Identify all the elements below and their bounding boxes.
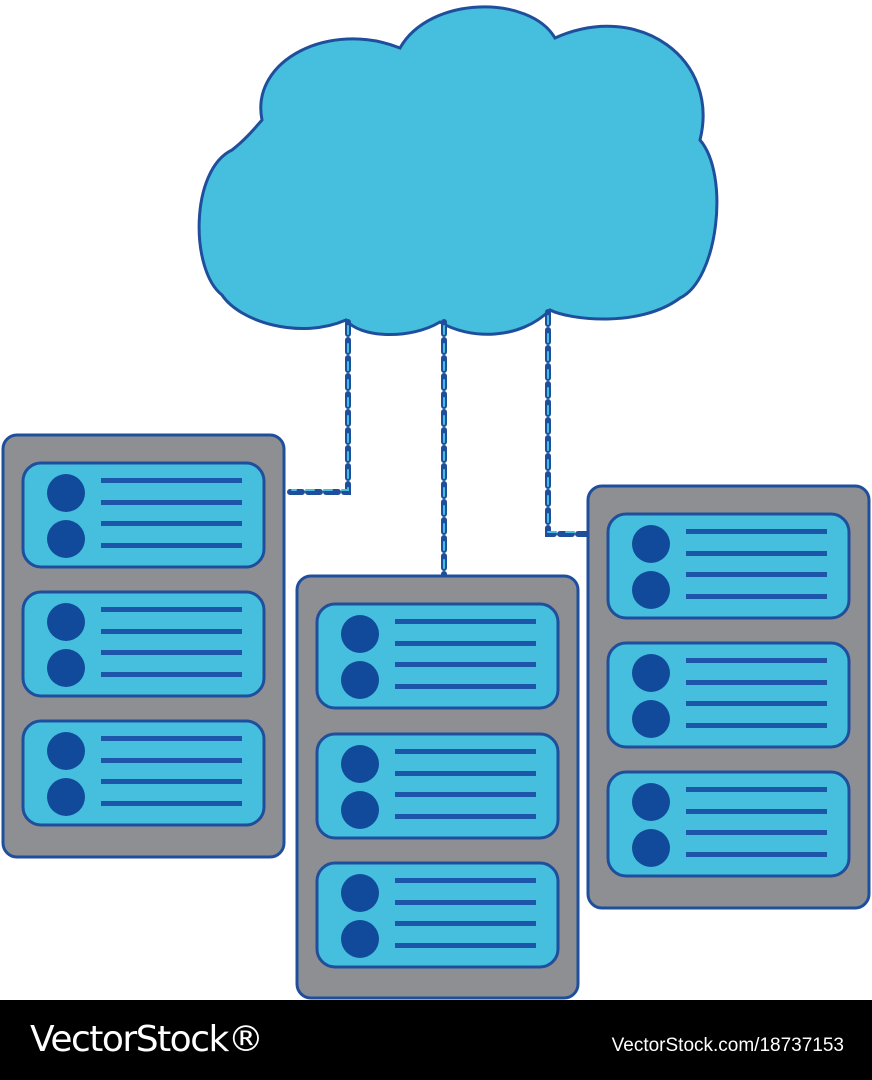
- chain-links: [285, 309, 591, 579]
- vent-line: [101, 801, 242, 806]
- vent-line: [101, 758, 242, 763]
- vent-line: [395, 684, 536, 689]
- status-light-icon: [47, 520, 85, 558]
- status-light-icon: [632, 571, 670, 609]
- vent-line: [686, 852, 827, 857]
- cloud-icon: [197, 5, 719, 337]
- status-light-icon: [341, 791, 379, 829]
- vent-line: [101, 672, 242, 677]
- vent-line: [101, 779, 242, 784]
- status-light-icon: [341, 615, 379, 653]
- server-unit: [606, 770, 851, 878]
- vent-line: [686, 551, 827, 556]
- server-rack-right: [586, 484, 871, 910]
- vent-line: [101, 543, 242, 548]
- vent-line: [395, 921, 536, 926]
- vent-line: [395, 662, 536, 667]
- vent-line: [395, 619, 536, 624]
- vent-line: [395, 771, 536, 776]
- server-unit: [315, 602, 560, 710]
- server-unit: [315, 861, 560, 969]
- vent-line: [101, 500, 242, 505]
- server-rack-left: [1, 433, 286, 859]
- vent-line: [395, 749, 536, 754]
- vent-line: [395, 878, 536, 883]
- status-light-icon: [341, 745, 379, 783]
- status-light-icon: [341, 920, 379, 958]
- chain-right: [545, 309, 591, 537]
- vent-line: [395, 900, 536, 905]
- vent-line: [101, 650, 242, 655]
- cloud-server-illustration: [1, 5, 871, 1000]
- vent-line: [686, 594, 827, 599]
- vent-line: [101, 478, 242, 483]
- vent-line: [395, 792, 536, 797]
- image-id: VectorStock.com/18737153: [611, 1035, 844, 1056]
- vent-line: [101, 521, 242, 526]
- status-light-icon: [632, 829, 670, 867]
- vent-line: [395, 943, 536, 948]
- server-unit: [606, 641, 851, 749]
- vent-line: [101, 607, 242, 612]
- vent-line: [101, 629, 242, 634]
- vent-line: [686, 723, 827, 728]
- status-light-icon: [632, 783, 670, 821]
- status-light-icon: [47, 603, 85, 641]
- status-light-icon: [47, 732, 85, 770]
- server-unit: [21, 719, 266, 827]
- status-light-icon: [341, 874, 379, 912]
- status-light-icon: [632, 700, 670, 738]
- status-light-icon: [632, 525, 670, 563]
- status-light-icon: [47, 474, 85, 512]
- vent-line: [686, 529, 827, 534]
- server-unit: [315, 732, 560, 840]
- chain-left: [285, 319, 351, 495]
- vent-line: [686, 658, 827, 663]
- vent-line: [686, 830, 827, 835]
- status-light-icon: [341, 661, 379, 699]
- footer-bar: VectorStock® VectorStock.com/18737153: [0, 1000, 872, 1080]
- server-unit: [606, 512, 851, 620]
- server-rack-center: [295, 574, 580, 1000]
- server-unit: [21, 590, 266, 698]
- vent-line: [686, 809, 827, 814]
- vent-line: [395, 814, 536, 819]
- vent-line: [101, 736, 242, 741]
- vent-line: [686, 787, 827, 792]
- vent-line: [686, 701, 827, 706]
- vent-line: [686, 572, 827, 577]
- status-light-icon: [632, 654, 670, 692]
- vent-line: [686, 680, 827, 685]
- status-light-icon: [47, 778, 85, 816]
- vent-line: [395, 641, 536, 646]
- server-unit: [21, 461, 266, 569]
- status-light-icon: [47, 649, 85, 687]
- brand-logo: VectorStock®: [30, 1019, 264, 1060]
